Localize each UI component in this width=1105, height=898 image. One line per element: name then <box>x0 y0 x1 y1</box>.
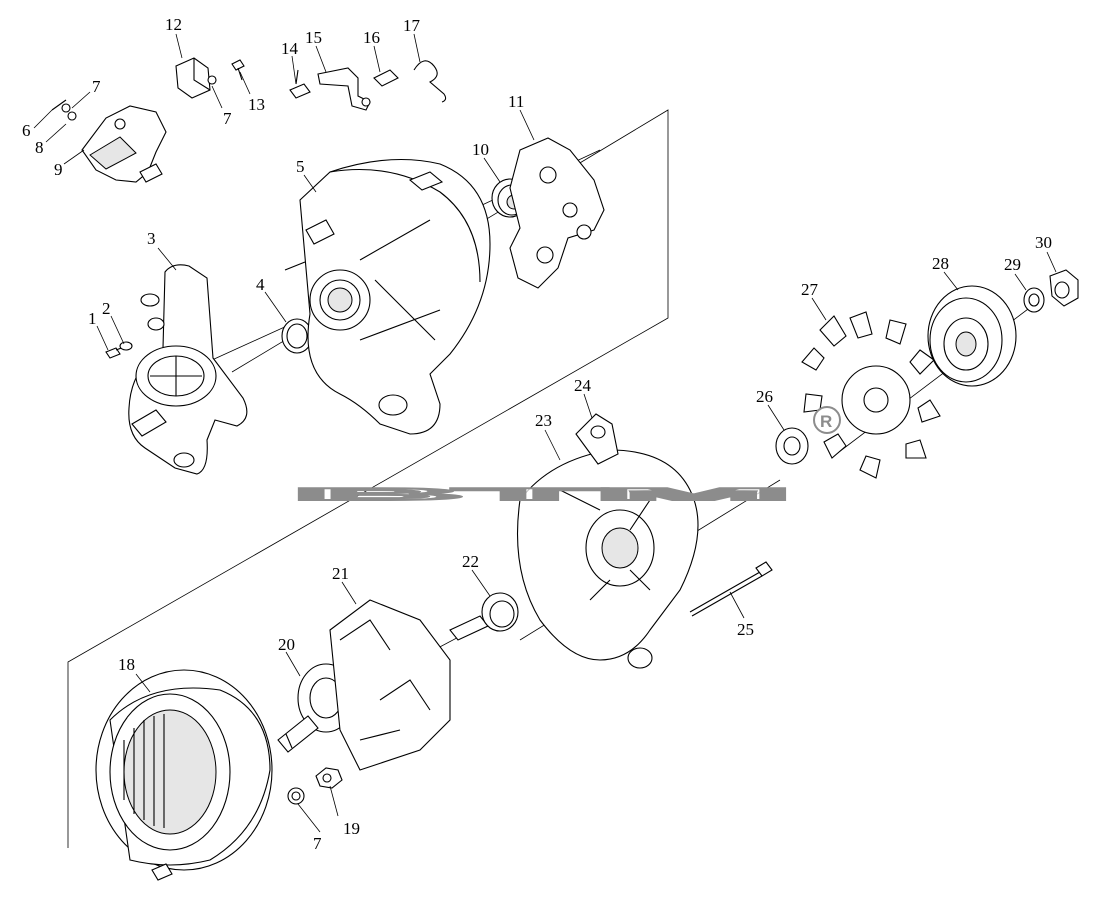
callout-13: 13 <box>248 95 265 114</box>
callout-10: 10 <box>472 140 489 159</box>
callout-18: 18 <box>118 655 135 674</box>
rectifier-part-11 <box>509 137 605 289</box>
watermark: BTM R <box>295 406 841 505</box>
callout-labels: 1 2 3 4 5 6 7 8 9 10 11 12 7 13 14 15 16… <box>22 15 1052 853</box>
callout-22: 22 <box>462 552 479 571</box>
bearing-part-22 <box>481 592 519 632</box>
washer-part-7-lower <box>287 787 305 805</box>
fan-part-27 <box>801 311 941 479</box>
leader-lines <box>33 33 1057 833</box>
spring-part-17 <box>413 60 447 103</box>
callout-7-upper: 7 <box>92 77 101 96</box>
callout-7-top: 7 <box>223 109 232 128</box>
callout-25: 25 <box>737 620 754 639</box>
callout-7-lower: 7 <box>313 834 322 853</box>
callout-23: 23 <box>535 411 552 430</box>
callout-26: 26 <box>756 387 773 406</box>
callout-16: 16 <box>363 28 380 47</box>
callout-8: 8 <box>35 138 44 157</box>
callout-14: 14 <box>281 39 299 58</box>
callout-1: 1 <box>88 309 97 328</box>
plate-part-15 <box>317 67 371 111</box>
callout-27: 27 <box>801 280 819 299</box>
washer-part-7-top <box>207 75 217 85</box>
callout-15: 15 <box>305 28 322 47</box>
callout-11: 11 <box>508 92 524 111</box>
mount-ear-part-24 <box>575 413 619 465</box>
callout-2: 2 <box>102 299 111 318</box>
nut-part-19 <box>315 767 343 789</box>
bracket-part-3 <box>128 264 248 475</box>
rear-housing-part-5 <box>284 158 491 435</box>
stator-part-18 <box>95 669 273 881</box>
brush-part-16 <box>373 69 399 87</box>
callout-5: 5 <box>296 157 305 176</box>
bolt-part-6 <box>51 99 71 113</box>
brush-part-14 <box>289 69 311 99</box>
washer-part-29 <box>1023 287 1045 313</box>
callout-4: 4 <box>256 275 265 294</box>
callout-29: 29 <box>1004 255 1021 274</box>
callout-19: 19 <box>343 819 360 838</box>
callout-24: 24 <box>574 376 592 395</box>
regulator-part-9 <box>81 105 167 183</box>
watermark-text: BTM <box>296 485 788 504</box>
rotor-part-21 <box>329 599 489 771</box>
callout-30: 30 <box>1035 233 1052 252</box>
callout-21: 21 <box>332 564 349 583</box>
callout-6: 6 <box>22 121 31 140</box>
callout-17: 17 <box>403 16 421 35</box>
front-housing-part-23 <box>516 449 699 669</box>
spacer-part-26 <box>775 427 809 465</box>
callout-28: 28 <box>932 254 949 273</box>
callout-3: 3 <box>147 229 156 248</box>
callout-9: 9 <box>54 160 63 179</box>
cover-part-12 <box>175 57 211 99</box>
nut-part-30 <box>1049 269 1079 307</box>
registered-mark-icon <box>813 406 841 434</box>
washer-part-7-upper <box>67 111 77 121</box>
callout-12: 12 <box>165 15 182 34</box>
callout-20: 20 <box>278 635 295 654</box>
washer-part-2 <box>119 341 133 351</box>
pulley-part-28 <box>927 285 1017 387</box>
screw-part-13 <box>231 59 245 81</box>
registered-mark-letter: R <box>820 412 832 431</box>
through-bolt-part-25 <box>689 561 773 617</box>
